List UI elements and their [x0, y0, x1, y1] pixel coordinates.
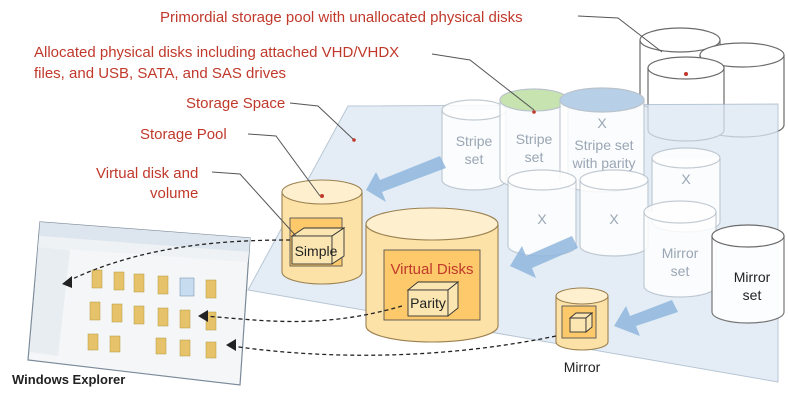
allocated-leader — [431, 53, 535, 111]
mirror-connector — [231, 335, 557, 356]
mirror-set-label: Mirror — [734, 269, 771, 285]
allocation-arrows — [366, 156, 678, 336]
parity-set-label: Stripe set — [574, 137, 633, 153]
allocated-label: Allocated physical disks including attac… — [34, 44, 399, 61]
simple-label: Simple — [295, 243, 338, 259]
mirror-set-label: set — [671, 263, 690, 279]
stripe-set-label: set — [525, 149, 544, 165]
primordial-label: Primordial storage pool with unallocated… — [160, 9, 523, 26]
mirror-label: Mirror — [564, 359, 601, 375]
virtual-disk-leader — [211, 171, 297, 237]
simple-volume: Simple — [281, 179, 363, 285]
stripe-set-label: Stripe — [456, 133, 493, 149]
failed-disk: X — [507, 169, 577, 257]
stripe-set-disk: Stripe set — [499, 88, 569, 190]
mirror-set-disk: Mirror set — [711, 224, 785, 324]
failed-disk: X — [579, 169, 649, 257]
storage-space-label: Storage Space — [186, 95, 285, 112]
stripe-set-label: set — [465, 151, 484, 167]
callouts: Primordial storage pool with unallocated… — [34, 9, 663, 237]
stripe-set-label: Stripe — [516, 131, 553, 147]
allocated-label: files, and USB, SATA, and SAS drives — [34, 65, 286, 82]
mirror-set-label: Mirror — [662, 245, 699, 261]
primordial-leader — [577, 15, 663, 53]
virtual-disk-label: Virtual disk and — [96, 165, 198, 182]
virtual-disk-label: volume — [150, 185, 198, 202]
failed-disk-x: X — [597, 115, 607, 131]
parity-connector — [203, 305, 403, 323]
mirror-volume: Mirror — [555, 287, 609, 375]
mirror-cube — [569, 317, 587, 333]
parity-cube — [407, 289, 449, 317]
stripe-set-disk: Stripe set — [441, 99, 507, 191]
windows-explorer-window: Windows Explorer — [12, 221, 251, 387]
mirror-set-label: set — [743, 287, 762, 303]
failed-disk-x: X — [609, 211, 619, 227]
storage-pool-leader — [247, 133, 321, 197]
virtual-disks-volume: Virtual Disks Parity — [365, 207, 499, 343]
storage-space-leader — [289, 102, 355, 141]
allocation-arrow — [614, 300, 678, 336]
failed-disk-x: X — [537, 211, 547, 227]
storage-pool-label: Storage Pool — [140, 126, 227, 143]
allocation-arrow — [510, 236, 578, 278]
parity-set-label: with parity — [571, 155, 635, 171]
mount-connectors — [62, 239, 557, 356]
failed-disk-x: X — [681, 171, 691, 187]
parity-label: Parity — [410, 295, 446, 311]
mirror-set-disk: Mirror set — [643, 200, 717, 298]
windows-explorer-label: Windows Explorer — [12, 372, 125, 387]
parity-set-disk: X Stripe set with parity — [559, 87, 645, 193]
virtual-disks-label: Virtual Disks — [390, 261, 473, 278]
allocation-arrow — [366, 156, 446, 202]
simple-cube — [291, 235, 333, 265]
simple-connector — [65, 239, 291, 283]
allocated-disks: Stripe set Stripe set X Stripe set with … — [441, 87, 785, 324]
